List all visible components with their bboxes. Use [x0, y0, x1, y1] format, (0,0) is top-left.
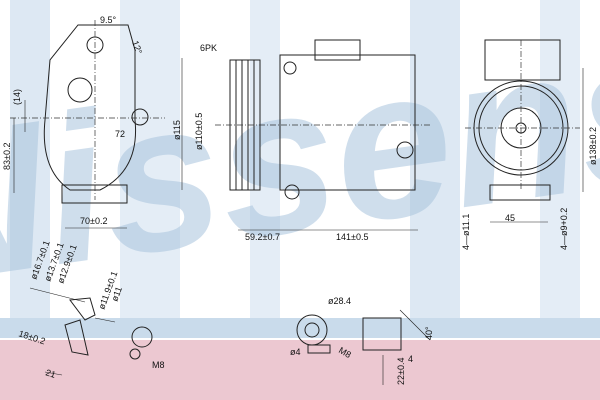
base-width-label: 70±0.2	[80, 216, 107, 226]
fitting-gap-label: 4	[408, 354, 413, 364]
height-label: 83±0.2	[2, 143, 12, 170]
port-d5-label: ø11	[109, 285, 123, 302]
angle-label: 9.5°	[100, 15, 117, 25]
dia-pulley-label: ø110±0.5	[194, 113, 204, 150]
belt-label: 6PK	[200, 43, 217, 53]
port-length-label: 21	[44, 367, 57, 380]
dia-outer-label: ø115	[172, 120, 182, 140]
holes-a-label: 4—ø11.1	[461, 214, 471, 250]
holes-b-label: 4—ø9+0.2	[559, 208, 569, 250]
fitting-dia-label: ø28.4	[328, 296, 351, 306]
pulley-view: 6PK ø115 ø110±0.5 59.2±0.7 141±0.5	[172, 39, 430, 242]
side-view: 9.5° 12° (14) 83±0.2 72 70±0.2	[2, 15, 165, 229]
fitting-detail: ø28.4 ø4 M8 40° 4 22±0.4	[290, 296, 434, 385]
front-view: ø138±0.2 45 4—ø11.1 4—ø9+0.2	[461, 39, 598, 250]
fitting-length-label: 22±0.4	[396, 358, 406, 385]
width72-label: 72	[115, 129, 125, 139]
fitting-hole-label: ø4	[290, 347, 301, 357]
length-label: 141±0.5	[336, 232, 368, 242]
spacing-label: 45	[505, 213, 515, 223]
fitting-angle-label: 40°	[424, 326, 434, 340]
port-thread-label: M8	[152, 360, 165, 370]
front-dia-label: ø138±0.2	[588, 127, 598, 165]
offset-label: (14)	[12, 89, 22, 105]
angle2-label: 12°	[130, 39, 144, 56]
offset-label: 59.2±0.7	[245, 232, 280, 242]
